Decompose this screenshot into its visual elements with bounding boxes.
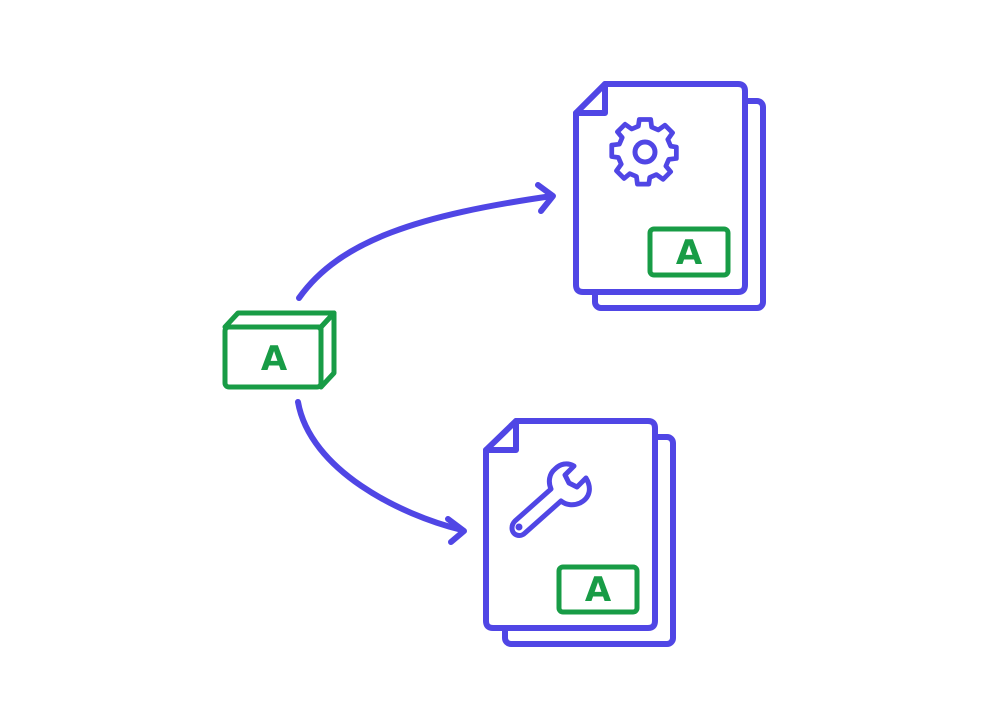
package-badge: A bbox=[647, 226, 731, 278]
arrow-to-config-document bbox=[296, 182, 556, 301]
tools-document-stack: A bbox=[483, 418, 676, 647]
wrench-icon bbox=[509, 461, 592, 538]
arrow-to-tools-document bbox=[295, 399, 467, 545]
package-label: A bbox=[261, 339, 288, 379]
badge-label: A bbox=[676, 233, 703, 273]
gear-icon bbox=[609, 117, 679, 187]
badge-label: A bbox=[585, 570, 612, 610]
package-box-icon: A bbox=[222, 310, 337, 390]
config-document-stack: A bbox=[573, 81, 766, 311]
package-badge: A bbox=[556, 564, 640, 615]
document-icon bbox=[483, 418, 658, 631]
